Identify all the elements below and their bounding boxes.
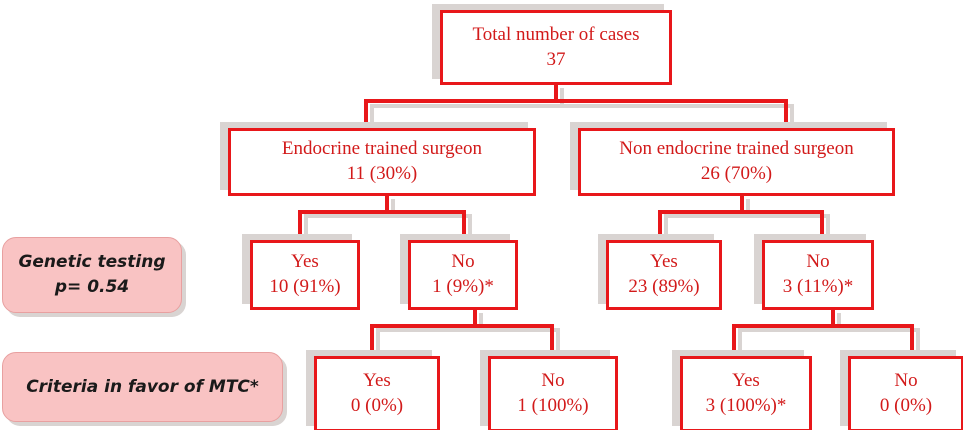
node-endocrine-mtc-no-line1: No — [541, 370, 565, 392]
node-endocrine-mtc-no[interactable]: No 1 (100%) — [488, 356, 618, 430]
node-total-cases-line1: Total number of cases — [472, 23, 640, 45]
side-label-genetic-testing-line1: Genetic testing — [18, 252, 166, 273]
side-label-criteria-mtc[interactable]: Criteria in favor of MTC* — [2, 352, 283, 422]
node-total-cases-line2: 37 — [546, 48, 566, 70]
node-non-endocrine-genetic-no-line1: No — [806, 251, 830, 273]
node-endocrine-genetic-no[interactable]: No 1 (9%)* — [408, 240, 518, 310]
node-non-endocrine-line2: 26 (70%) — [700, 163, 773, 184]
node-non-endocrine-genetic-no-line2: 3 (11%)* — [782, 276, 854, 297]
node-non-endocrine-trained-surgeon[interactable]: Non endocrine trained surgeon 26 (70%) — [578, 128, 895, 196]
node-endocrine-mtc-yes-line1: Yes — [363, 370, 391, 392]
node-total-cases[interactable]: Total number of cases 37 — [440, 10, 672, 85]
node-non-endocrine-mtc-yes-line2: 3 (100%)* — [705, 395, 787, 416]
node-endocrine-genetic-yes-line2: 10 (91%) — [269, 276, 341, 297]
node-endocrine-genetic-no-line2: 1 (9%)* — [432, 276, 494, 297]
node-non-endocrine-genetic-yes-line1: Yes — [650, 251, 678, 273]
node-non-endocrine-mtc-yes[interactable]: Yes 3 (100%)* — [680, 356, 812, 430]
node-endocrine-mtc-yes[interactable]: Yes 0 (0%) — [314, 356, 440, 430]
node-endocrine-line2: 11 (30%) — [346, 163, 418, 184]
node-non-endocrine-genetic-no[interactable]: No 3 (11%)* — [762, 240, 874, 310]
node-non-endocrine-mtc-yes-line1: Yes — [732, 370, 760, 392]
node-non-endocrine-mtc-no[interactable]: No 0 (0%) — [848, 356, 963, 430]
node-endocrine-genetic-no-line1: No — [451, 251, 475, 273]
node-endocrine-trained-surgeon[interactable]: Endocrine trained surgeon 11 (30%) — [228, 128, 536, 196]
node-endocrine-line1: Endocrine trained surgeon — [281, 138, 483, 160]
node-non-endocrine-genetic-yes[interactable]: Yes 23 (89%) — [606, 240, 722, 310]
node-non-endocrine-mtc-no-line2: 0 (0%) — [879, 395, 933, 416]
node-non-endocrine-mtc-no-line1: No — [894, 370, 918, 392]
node-endocrine-genetic-yes[interactable]: Yes 10 (91%) — [250, 240, 360, 310]
node-endocrine-mtc-yes-line2: 0 (0%) — [350, 395, 404, 416]
node-endocrine-genetic-yes-line1: Yes — [291, 251, 319, 273]
node-endocrine-mtc-no-line2: 1 (100%) — [517, 395, 589, 416]
side-label-criteria-mtc-line1: Criteria in favor of MTC* — [26, 376, 259, 397]
side-label-genetic-testing-line2: p= 0.54 — [54, 277, 130, 297]
node-non-endocrine-line1: Non endocrine trained surgeon — [619, 138, 854, 160]
side-label-genetic-testing[interactable]: Genetic testing p= 0.54 — [2, 237, 182, 313]
node-non-endocrine-genetic-yes-line2: 23 (89%) — [628, 276, 700, 297]
